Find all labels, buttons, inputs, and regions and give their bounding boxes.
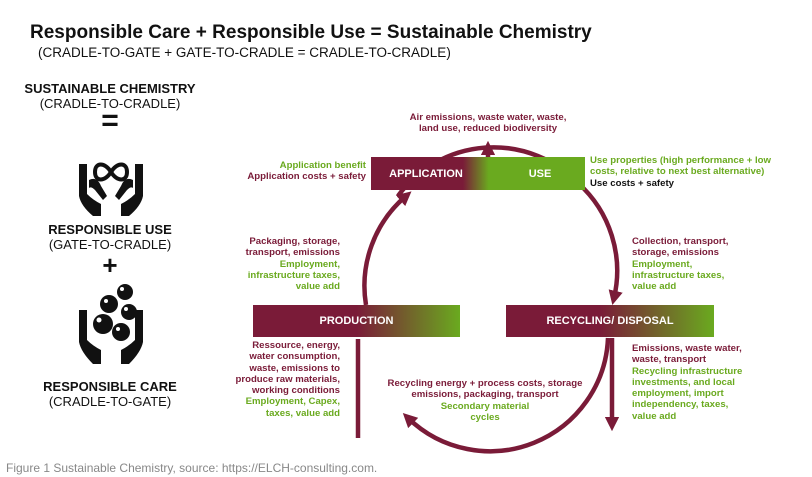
plus-sign: +	[102, 250, 118, 280]
air-emissions-label: Air emissions, waste water, waste,land u…	[409, 112, 567, 135]
responsible-care-block: RESPONSIBLE CARE (CRADLE-TO-GATE)	[10, 379, 210, 409]
hands-infinity-icon	[79, 162, 143, 216]
production-box-label: PRODUCTION	[319, 315, 394, 327]
responsible-use-block: RESPONSIBLE USE (GATE-TO-CRADLE)	[10, 222, 210, 252]
collection-label: Collection, transport,storage, emissions…	[632, 236, 729, 293]
arrow-to-production-bottom	[402, 337, 611, 454]
figure-caption: Figure 1 Sustainable Chemistry, source: …	[6, 461, 378, 475]
resource-label: Ressource, energy,water consumption,wast…	[235, 340, 340, 419]
equals-sign: =	[101, 104, 119, 137]
recycling-emissions-label: Emissions, waste water,waste, transport …	[632, 343, 743, 422]
responsible-use-title: RESPONSIBLE USE	[48, 222, 172, 237]
recycling-box-bg	[506, 305, 714, 337]
application-box-label: APPLICATION	[389, 167, 463, 180]
sustainable-chemistry-title: SUSTAINABLE CHEMISTRY	[24, 81, 196, 96]
recycling-energy-label: Recycling energy + process costs, storag…	[387, 378, 583, 423]
sustainable-chemistry-block: SUSTAINABLE CHEMISTRY (CRADLE-TO-CRADLE)	[10, 81, 210, 111]
hands-molecules-icon	[79, 284, 143, 364]
page-subtitle: (CRADLE-TO-GATE + GATE-TO-CRADLE = CRADL…	[38, 45, 451, 60]
responsible-use-sub: (GATE-TO-CRADLE)	[48, 237, 172, 252]
page-title: Responsible Care + Responsible Use = Sus…	[30, 22, 592, 43]
sustainable-chemistry-sub: (CRADLE-TO-CRADLE)	[39, 96, 181, 111]
production-box-bg	[253, 305, 460, 337]
recycling-box-label: RECYCLING/ DISPOSAL	[546, 315, 674, 327]
arrow-to-recycling	[576, 181, 623, 306]
use-box-label: USE	[528, 167, 552, 180]
packaging-label: Packaging, storage,transport, emissions …	[245, 236, 340, 293]
arrow-to-application	[362, 191, 412, 306]
responsible-care-sub: (CRADLE-TO-GATE)	[48, 394, 172, 409]
application-use-box	[371, 157, 585, 190]
responsible-care-title: RESPONSIBLE CARE	[43, 379, 177, 394]
